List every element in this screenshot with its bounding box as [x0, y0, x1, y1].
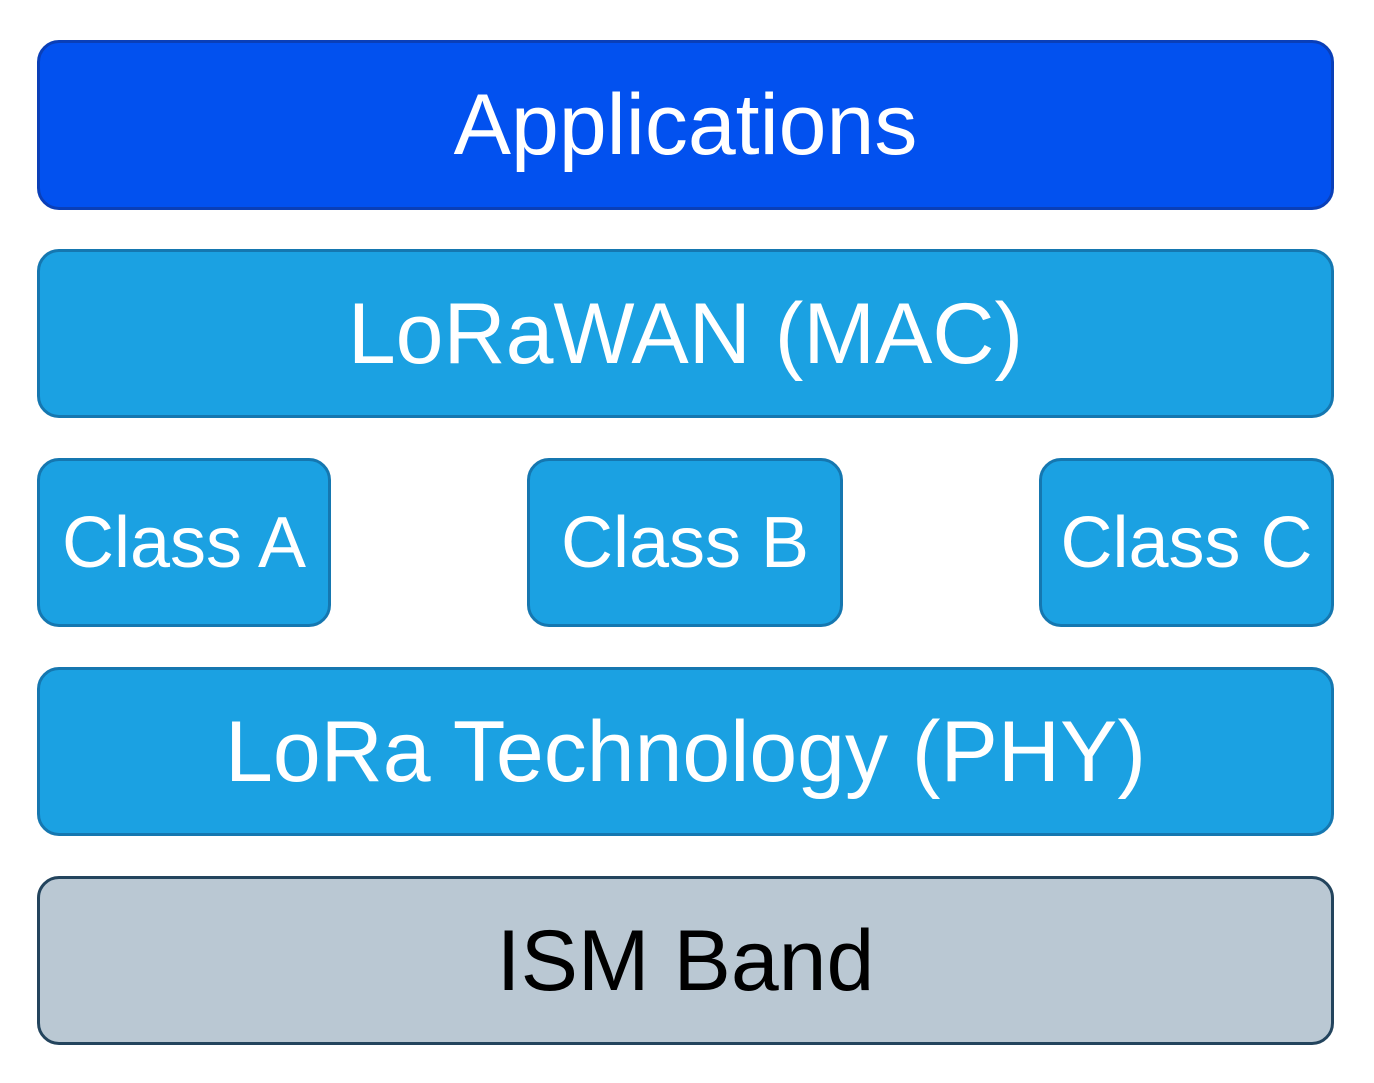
lorawan-mac-layer: LoRaWAN (MAC)	[37, 249, 1334, 418]
applications-layer: Applications	[37, 40, 1334, 210]
lora-phy-label: LoRa Technology (PHY)	[224, 703, 1146, 800]
class-a-box: Class A	[37, 458, 331, 627]
lora-phy-layer: LoRa Technology (PHY)	[37, 667, 1334, 836]
ism-band-layer: ISM Band	[37, 876, 1334, 1045]
class-c-box: Class C	[1039, 458, 1334, 627]
class-c-label: Class C	[1060, 502, 1313, 583]
class-b-label: Class B	[560, 502, 810, 583]
applications-label: Applications	[453, 77, 918, 173]
class-b-box: Class B	[527, 458, 843, 627]
ism-band-label: ISM Band	[496, 912, 875, 1009]
lorawan-mac-label: LoRaWAN (MAC)	[347, 285, 1024, 382]
class-a-label: Class A	[61, 502, 307, 583]
